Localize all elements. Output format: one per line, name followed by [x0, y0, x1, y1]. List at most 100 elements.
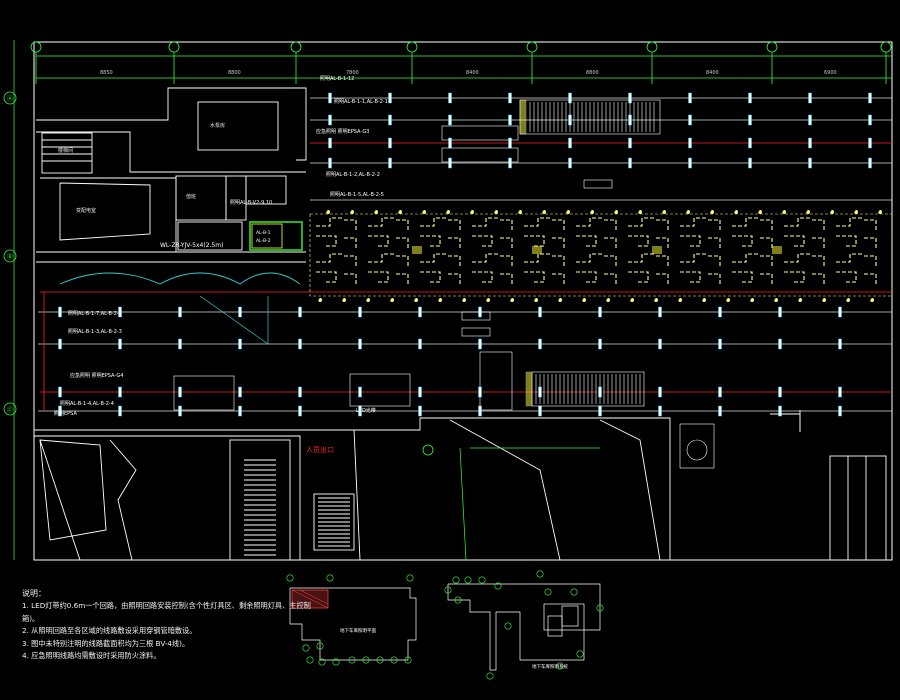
light-fixture — [388, 92, 392, 104]
dim-label: 7800 — [346, 70, 359, 76]
light-fixture — [838, 306, 842, 318]
light-fixture — [178, 306, 182, 318]
light-fixture — [178, 386, 182, 398]
key-plan-label: 地下车库照明平面 — [340, 627, 376, 634]
light-fixture — [778, 338, 782, 350]
light-fixture — [688, 92, 692, 104]
axis-bubbles-top — [30, 41, 892, 53]
light-fixture — [658, 338, 662, 350]
light-fixture — [628, 137, 632, 149]
stair-block-lower — [349, 351, 645, 411]
light-fixture — [448, 137, 452, 149]
light-fixture — [328, 114, 332, 126]
light-fixture — [118, 405, 122, 417]
light-fixture — [838, 386, 842, 398]
light-fixture — [58, 338, 62, 350]
light-fixture — [508, 137, 512, 149]
note-line: 1. LED灯带约0.6m一个回路，由照明回路安装控制(含个性灯具区、剩余照明灯… — [22, 601, 311, 611]
light-fixture — [568, 137, 572, 149]
circuit-tags: 照明AL-B-1-12 照明AL-B-1-1,AL-B-2-1 应急照明 照明E… — [54, 76, 388, 417]
light-fixture — [658, 306, 662, 318]
light-fixture — [868, 157, 872, 169]
light-fixture — [238, 306, 242, 318]
distribution-panel-box — [249, 221, 303, 251]
light-fixture — [598, 306, 602, 318]
light-fixture — [868, 137, 872, 149]
light-fixture — [838, 405, 842, 417]
exit-label: 人员出口 — [306, 445, 334, 454]
circuit-tag: 应急照明 照明EPSA-G3 — [316, 128, 369, 135]
circuit-tag: 照明EPSA — [54, 411, 77, 417]
light-fixture — [418, 386, 422, 398]
light-fixture — [298, 405, 302, 417]
note-line: 2. 从照明回路至各区域的线路敷设采用穿钢管暗敷设。 — [22, 626, 197, 636]
dim-label: 8400 — [706, 70, 719, 76]
key-plan-label: 地下车库照明系统 — [532, 663, 568, 670]
light-fixture — [688, 137, 692, 149]
dim-label: 8800 — [586, 70, 599, 76]
circuit-tag: 应急照明 照明EPSA-G4 — [70, 372, 123, 379]
light-fixture — [238, 386, 242, 398]
axis-bubble-label: Ⓐ — [7, 95, 13, 103]
light-fixture — [778, 386, 782, 398]
circuit-tag: 照明AL-B-1-3,AL-B-2-3 — [68, 329, 122, 335]
panel-label: AL-B-1 — [256, 230, 271, 236]
light-fixture — [58, 405, 62, 417]
light-fixture — [508, 114, 512, 126]
note-line: 箱)。 — [22, 613, 40, 623]
dim-label: 6900 — [824, 70, 837, 76]
light-fixture — [598, 338, 602, 350]
light-fixture — [238, 405, 242, 417]
axis-bubble-label: Ⓒ — [7, 406, 13, 414]
lighting-circuits — [38, 97, 892, 412]
light-fixture — [508, 92, 512, 104]
stair-block-upper — [519, 99, 661, 135]
light-fixture — [718, 405, 722, 417]
cyan-arc-circuit — [59, 272, 301, 285]
note-line: 4. 应急照明线路均需敷设时采用防火涂料。 — [22, 651, 161, 661]
light-fixture — [118, 386, 122, 398]
notes-title: 说明： — [22, 589, 46, 598]
circuit-tag: 照明AL-B-1-5,AL-B-2-5 — [330, 192, 384, 198]
light-fixture — [298, 338, 302, 350]
light-fixture — [358, 306, 362, 318]
light-fixture — [778, 306, 782, 318]
light-fixture — [448, 114, 452, 126]
light-fixture — [298, 386, 302, 398]
light-fixture — [808, 114, 812, 126]
room-label: 值班 — [186, 193, 196, 200]
light-fixture — [688, 114, 692, 126]
upper-left-rooms — [36, 87, 307, 263]
lower-building-section — [34, 410, 887, 561]
circuit-tag: 照明AL-B-1-7,AL-B-2-6 — [68, 311, 122, 317]
light-fixture — [748, 92, 752, 104]
room-label: 变配电室 — [76, 207, 96, 214]
emergency-circuits — [40, 142, 892, 410]
light-fixture — [688, 157, 692, 169]
light-fixture — [808, 157, 812, 169]
light-fixture — [238, 338, 242, 350]
light-fixture — [538, 306, 542, 318]
light-fixture — [328, 157, 332, 169]
dim-label: 8400 — [466, 70, 479, 76]
light-fixture — [538, 338, 542, 350]
light-fixture — [178, 338, 182, 350]
light-fixture — [868, 114, 872, 126]
drawing-frame — [33, 41, 893, 561]
room-label: 水泵房 — [210, 122, 225, 129]
light-fixture — [178, 405, 182, 417]
light-fixture — [748, 114, 752, 126]
light-fixture — [718, 306, 722, 318]
light-fixture — [598, 405, 602, 417]
light-fixture — [538, 405, 542, 417]
light-fixture — [358, 338, 362, 350]
light-fixture — [658, 405, 662, 417]
light-fixture — [388, 114, 392, 126]
light-fixture — [358, 386, 362, 398]
circuit-tag: 照明AL-B-1-2,AL-B-2-2 — [326, 172, 380, 178]
light-fixture — [418, 405, 422, 417]
panel-label: AL-B-2 — [256, 238, 271, 244]
light-fixture — [58, 386, 62, 398]
light-fixture — [748, 137, 752, 149]
